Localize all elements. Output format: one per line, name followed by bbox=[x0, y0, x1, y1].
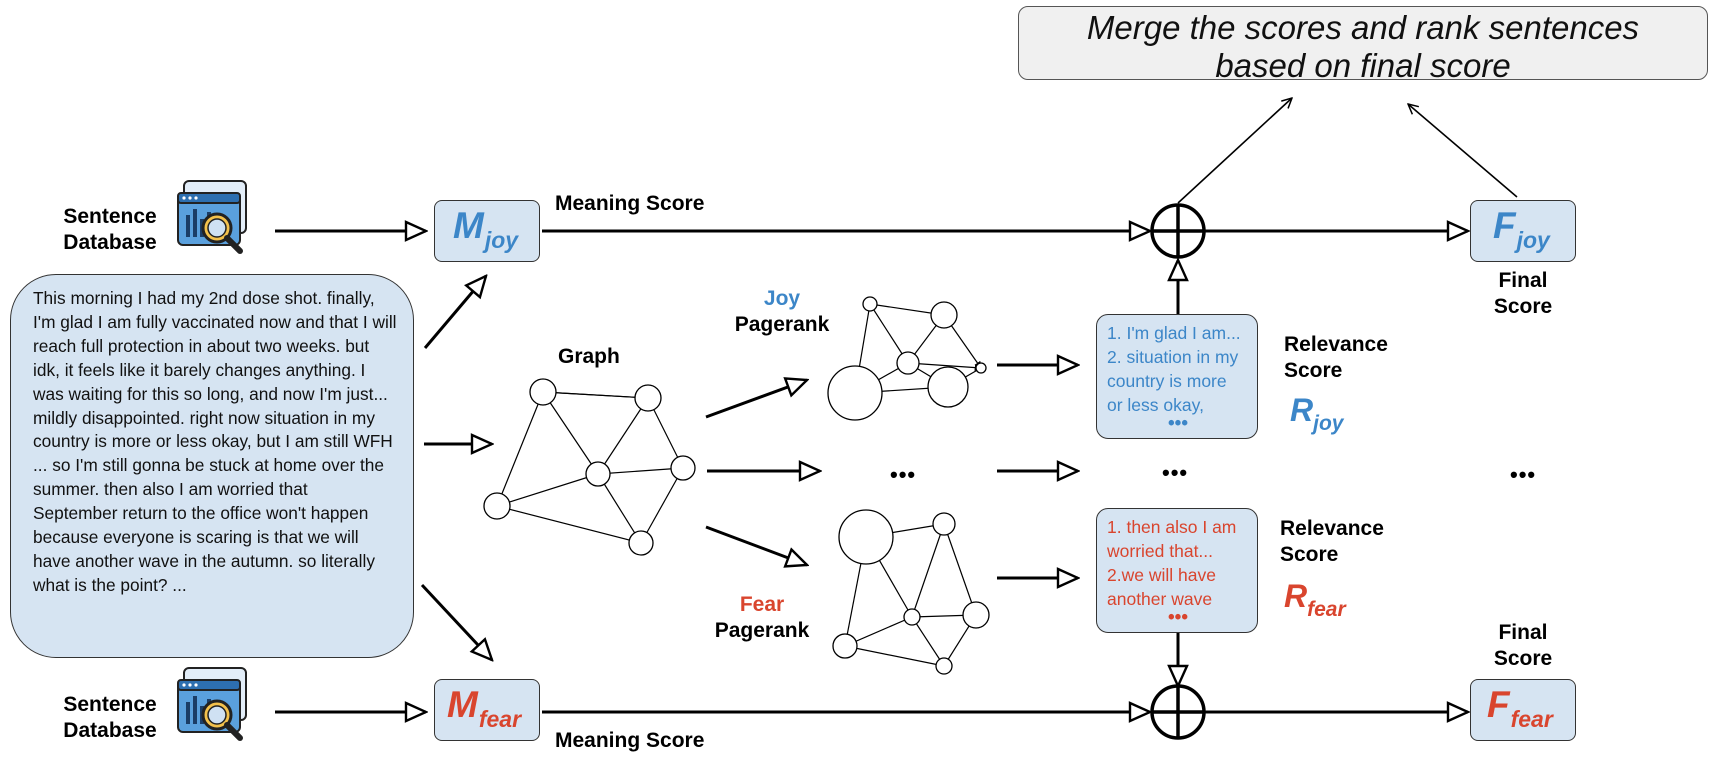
sentence-database-label-bottom: Sentence Database bbox=[63, 693, 157, 742]
plus-node-fear bbox=[1150, 684, 1206, 740]
arrow-fjoy-to-merge bbox=[1408, 104, 1518, 198]
merge-box-line-1: Merge the scores and rank sentences bbox=[1086, 9, 1640, 46]
meaning-score-label-top: Meaning Score bbox=[555, 192, 705, 215]
database-search-icon bbox=[177, 180, 247, 254]
r-fear-symbol: Rfear bbox=[1284, 578, 1346, 621]
joy-relevance-label: Relevance Score bbox=[1284, 333, 1388, 382]
final-score-joy-box: Fjoy bbox=[1470, 200, 1576, 262]
arrow-graph-to-joy bbox=[705, 380, 807, 419]
plus-node-joy bbox=[1150, 203, 1206, 259]
meaning-score-label-bottom: Meaning Score bbox=[555, 729, 705, 752]
fear-relevance-box: 1. then also I am worried that... 2.we w… bbox=[1096, 508, 1258, 633]
joy-pagerank-label: Joy Pagerank bbox=[734, 287, 830, 336]
arrow-graph-to-fear bbox=[705, 525, 807, 565]
joy-relevance-box: 1. I'm glad I am... 2. situation in my c… bbox=[1096, 314, 1258, 439]
meaning-score-fear-box: Mfear bbox=[434, 679, 540, 741]
r-joy-symbol: Rjoy bbox=[1290, 392, 1344, 435]
middle-ellipsis-final: ••• bbox=[1510, 462, 1537, 487]
fear-pagerank-label: Fear Pagerank bbox=[714, 593, 810, 642]
meaning-score-joy-box: Mjoy bbox=[434, 200, 540, 262]
arrow-text-to-mfear bbox=[420, 583, 492, 660]
joy-pagerank-nodes bbox=[827, 296, 987, 421]
merge-rank-box: Merge the scores and rank sentences base… bbox=[1018, 6, 1708, 84]
final-score-fear-box: Ffear bbox=[1470, 679, 1576, 741]
fear-pagerank-nodes bbox=[832, 509, 990, 675]
arrow-text-to-mjoy bbox=[423, 276, 486, 349]
fear-relevance-label: Relevance Score bbox=[1280, 517, 1384, 566]
final-score-fear-label: Final Score bbox=[1493, 621, 1553, 670]
middle-ellipsis-relevance: ••• bbox=[1162, 460, 1189, 485]
input-text-bubble: This morning I had my 2nd dose shot. fin… bbox=[10, 274, 414, 658]
arrow-plus-to-merge bbox=[1177, 98, 1292, 204]
final-score-joy-label: Final Score bbox=[1493, 269, 1553, 318]
sentence-database-label-top: Sentence Database bbox=[63, 205, 157, 254]
middle-ellipsis-graph: ••• bbox=[890, 462, 917, 487]
merge-box-line-2: based on final score bbox=[1215, 47, 1511, 84]
graph-nodes bbox=[483, 378, 696, 556]
database-search-icon bbox=[177, 667, 247, 741]
graph-label: Graph bbox=[558, 345, 620, 368]
